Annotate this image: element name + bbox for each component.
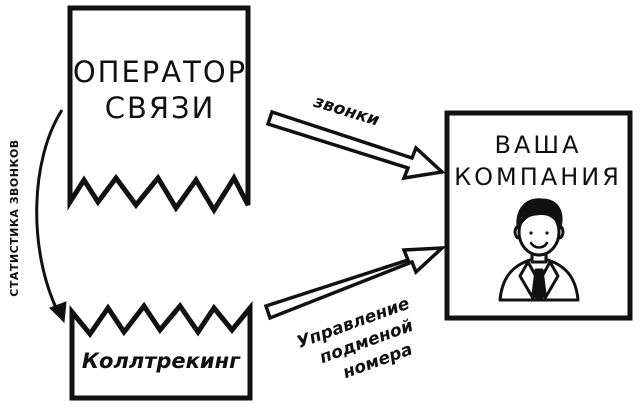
calls-arrow: звонки: [265, 91, 446, 181]
calls-arrow-shape: [265, 109, 446, 181]
substitution-arrow: Управление подменой номера: [263, 245, 447, 383]
calltracking-label: Коллтрекинг: [82, 349, 241, 373]
calltracking-box-outline: [69, 300, 253, 401]
company-box: ВАША КОМПАНИЯ: [444, 110, 633, 321]
substitution-arrow-shape: [263, 245, 447, 321]
operator-title-line2: СВЯЗИ: [105, 91, 216, 125]
businessman-icon: [498, 198, 580, 302]
operator-box-outline: [67, 5, 251, 215]
statistics-label: СТАТИСТИКА ЗВОНКОВ: [8, 139, 21, 296]
operator-title-line1: ОПЕРАТОР: [73, 55, 247, 89]
operator-box: ОПЕРАТОР СВЯЗИ: [67, 5, 251, 215]
statistics-arrow: СТАТИСТИКА ЗВОНКОВ: [8, 109, 67, 324]
statistics-arrow-line: [35, 109, 64, 313]
statistics-arrow-head: [49, 301, 67, 324]
company-title-line2: КОМПАНИЯ: [454, 163, 622, 191]
calls-arrow-label: звонки: [310, 91, 381, 130]
calltracking-box: Коллтрекинг: [69, 300, 253, 401]
company-title-line1: ВАША: [495, 131, 582, 159]
